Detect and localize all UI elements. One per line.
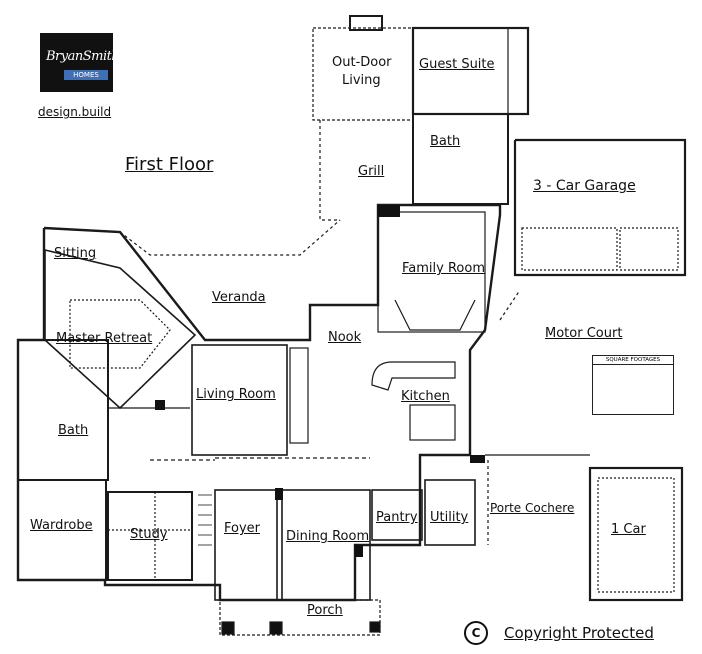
foyer-room <box>214 489 278 601</box>
label-living-room: Living Room <box>196 387 276 402</box>
pantry-room <box>371 489 423 541</box>
square-footage-table: SQUARE FOOTAGES <box>592 355 674 415</box>
brand-tagline: design.build <box>38 105 112 119</box>
label-garage-3car: 3 - Car Garage <box>533 178 636 194</box>
brand-logo: BryanSmith HOMES <box>40 33 120 92</box>
kitchen-island <box>409 404 456 441</box>
copyright-notice: C Copyright Protected <box>464 621 654 645</box>
label-pantry: Pantry <box>376 510 418 525</box>
label-sitting: Sitting <box>54 246 97 261</box>
porch-area <box>219 599 381 636</box>
label-utility: Utility <box>430 510 469 525</box>
utility-room <box>424 479 476 546</box>
label-bath-upper: Bath <box>430 134 461 149</box>
master-retreat-room <box>44 248 197 410</box>
logo-sub: HOMES <box>64 70 108 80</box>
label-outdoor-living-1: Out-Door <box>332 55 392 70</box>
label-family-room: Family Room <box>402 261 485 276</box>
label-porch: Porch <box>307 603 343 618</box>
upper-bath-room <box>412 113 509 205</box>
label-nook: Nook <box>328 330 362 345</box>
living-room-room <box>191 344 288 456</box>
fireplace-outdoor <box>349 15 383 31</box>
label-porte-cochere: Porte Cochere <box>490 501 575 515</box>
floor-title: First Floor <box>125 154 214 175</box>
study-room <box>107 491 193 581</box>
label-grill: Grill <box>358 164 385 179</box>
square-footage-header: SQUARE FOOTAGES <box>593 356 673 365</box>
label-outdoor-living-2: Living <box>342 73 381 88</box>
label-guest-suite: Guest Suite <box>419 57 495 72</box>
label-1-car: 1 Car <box>611 522 646 537</box>
logo-text: BryanSmith <box>46 49 120 64</box>
copyright-icon: C <box>464 621 488 645</box>
label-veranda: Veranda <box>212 290 266 305</box>
label-motor-court: Motor Court <box>545 326 623 341</box>
label-foyer: Foyer <box>224 521 261 536</box>
label-dining-room: Dining Room <box>286 529 370 544</box>
garage-1car-outline <box>588 466 684 602</box>
label-wardrobe: Wardrobe <box>30 518 93 533</box>
label-kitchen: Kitchen <box>401 389 450 404</box>
copyright-text: Copyright Protected <box>504 624 654 642</box>
garage-3car-outline <box>513 138 687 277</box>
veranda-outline <box>119 219 341 256</box>
label-study: Study <box>130 527 168 542</box>
family-room-room <box>377 211 486 333</box>
kitchen-counter <box>371 361 456 391</box>
label-bath-master: Bath <box>58 423 89 438</box>
wardrobe-room <box>17 479 107 581</box>
label-master-retreat: Master Retreat <box>56 331 153 346</box>
master-bath-room <box>17 339 109 481</box>
